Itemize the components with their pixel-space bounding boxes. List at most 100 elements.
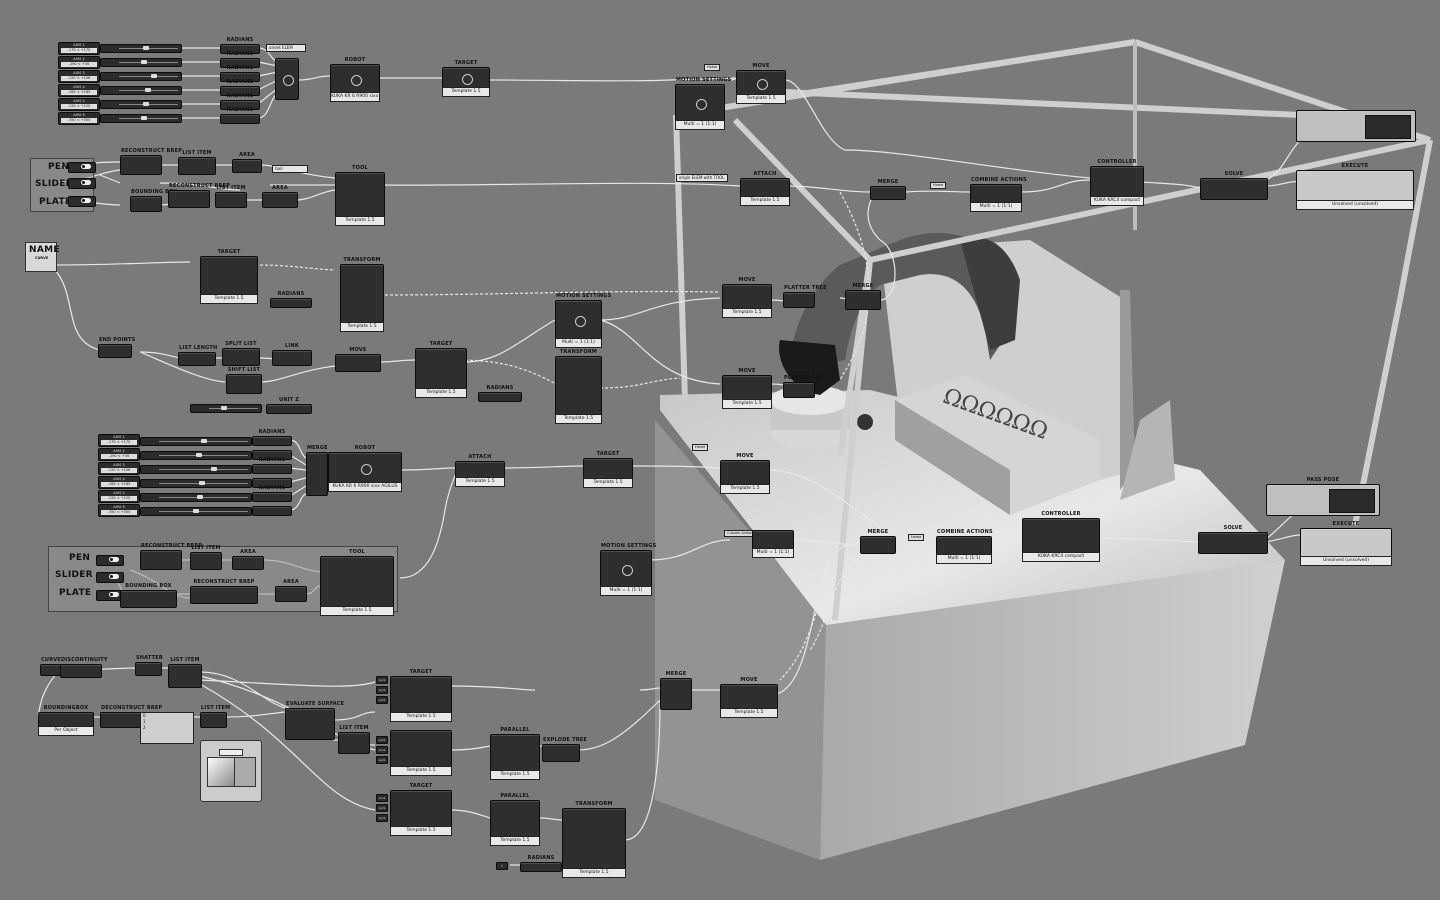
radians-b[interactable]: RADIANS bbox=[520, 855, 562, 872]
robot-component[interactable]: ROBOT KUKA KR 6 R900 sixx AGILUS bbox=[330, 57, 380, 102]
home-panel[interactable]: Home bbox=[704, 64, 721, 71]
move-mid-1[interactable]: MOVE Template 1.5 bbox=[722, 277, 772, 318]
mid-execute[interactable]: EXECUTE Unsolved (unsolved) bbox=[1300, 521, 1392, 566]
joint-range-3[interactable]: AXIS 3-120 < +156 bbox=[58, 70, 100, 83]
tool-component[interactable]: TOOL Template 1.5 bbox=[335, 165, 385, 226]
area-1[interactable]: AREA bbox=[232, 152, 262, 173]
joint-slider-3[interactable] bbox=[100, 72, 182, 81]
mid-joint-range-2[interactable]: AXIS 2-190 < +45 bbox=[98, 448, 140, 461]
pen-toggle-2[interactable] bbox=[96, 555, 124, 566]
graph-mapper[interactable] bbox=[200, 740, 262, 802]
area-3[interactable]: AREA bbox=[232, 549, 264, 570]
mid-joint-range-4[interactable]: AXIS 4-185 < +185 bbox=[98, 476, 140, 489]
joint-range-2[interactable]: AXIS 2-190 < +45 bbox=[58, 56, 100, 69]
mid-joint-range-5[interactable]: AXIS 5-120 < +120 bbox=[98, 490, 140, 503]
mid-move[interactable]: MOVE Template 1.5 bbox=[720, 453, 770, 494]
merge-mid[interactable]: MERGE bbox=[845, 283, 881, 310]
slider-toggle-2[interactable] bbox=[96, 572, 124, 583]
bounding-box-b[interactable]: BOUNDINGBOX Per Object bbox=[38, 705, 94, 736]
curve-param[interactable]: CURVE bbox=[40, 657, 62, 676]
transform-b[interactable]: TRANSFORM Template 1.5 bbox=[562, 801, 626, 878]
mid-radians-5[interactable]: RADIANS bbox=[252, 485, 292, 502]
deconstruct-brep-4[interactable]: RECONSTRUCT BREP bbox=[190, 579, 258, 604]
mid-joint-range-3[interactable]: AXIS 3-120 < +156 bbox=[98, 462, 140, 475]
line-component[interactable]: LINK bbox=[272, 343, 312, 366]
mid-joint-slider-2[interactable] bbox=[140, 451, 252, 460]
home-panel-2[interactable]: Home bbox=[930, 182, 947, 189]
joint-slider-6[interactable] bbox=[100, 114, 182, 123]
mid-joint-range-6[interactable]: AXIS 6-350 < +350 bbox=[98, 504, 140, 517]
lock-param-9[interactable]: Lock bbox=[376, 814, 388, 822]
mid-radians-3[interactable]: RADIANS bbox=[252, 457, 292, 474]
joint-range-6[interactable]: AXIS 6-350 < +350 bbox=[58, 112, 100, 125]
motion-settings-top[interactable]: MOTION SETTINGS Multi = 1 (1:1) bbox=[675, 77, 731, 130]
attach-panel[interactable]: origin ELEM with TOOL bbox=[676, 174, 728, 182]
lock-param-5[interactable]: Lock bbox=[376, 746, 388, 754]
custom-action-panel[interactable]: Custom Action bbox=[724, 530, 756, 537]
evaluate-surface[interactable]: EVALUATE SURFACE bbox=[285, 701, 344, 740]
mid-joint-slider-5[interactable] bbox=[140, 493, 252, 502]
controller-top[interactable]: CONTROLLER KUKA KRC4 compact bbox=[1090, 159, 1144, 206]
solve-top[interactable]: SOLVE bbox=[1200, 171, 1268, 200]
parallel-2[interactable]: PARALLEL Template 1.5 bbox=[490, 793, 540, 846]
mid-joint-slider-1[interactable] bbox=[140, 437, 252, 446]
joint-range-4[interactable]: AXIS 4-185 < +185 bbox=[58, 84, 100, 97]
radians-6[interactable]: RADIANS bbox=[220, 107, 260, 124]
lock-param-3[interactable]: Lock bbox=[376, 696, 388, 704]
attach-component-top[interactable]: ATTACH Template 1.5 bbox=[740, 171, 790, 206]
shatter[interactable]: SHATTER bbox=[135, 655, 163, 676]
move-mid-2[interactable]: MOVE Template 1.5 bbox=[722, 368, 772, 409]
motion-settings-mid-2[interactable]: MOTION SETTINGS Multi = 1 (1:1) bbox=[600, 543, 656, 596]
mid-merge[interactable]: MERGE bbox=[860, 529, 896, 554]
joint-slider-5[interactable] bbox=[100, 100, 182, 109]
mid-robot-component[interactable]: ROBOT KUKA KR 6 R900 sixx AGILUS bbox=[328, 445, 402, 492]
joint-range-5[interactable]: AXIS 5-120 < +120 bbox=[58, 98, 100, 111]
pen-toggle[interactable] bbox=[68, 162, 96, 173]
custom-action-comp[interactable]: Multi = 1 (1:1) bbox=[752, 530, 794, 558]
list-item-b2[interactable]: LIST ITEM bbox=[200, 705, 230, 728]
bounding-box-1[interactable]: BOUNDING BOX bbox=[130, 189, 177, 212]
target-component[interactable]: TARGET Template 1.5 bbox=[442, 60, 490, 97]
deconstruct-brep-2[interactable]: RECONSTRUCT BREP bbox=[168, 183, 230, 208]
bounding-box-2[interactable]: BOUNDING BOX bbox=[120, 583, 177, 608]
mid-merge-joints[interactable]: MERGE bbox=[306, 445, 328, 496]
lock-param-8[interactable]: Lock bbox=[376, 804, 388, 812]
deconstruct-brep-1[interactable]: RECONSTRUCT BREP bbox=[120, 148, 182, 175]
list-item-b1[interactable]: LIST ITEM bbox=[168, 657, 202, 688]
radians-2[interactable]: RADIANS bbox=[220, 51, 260, 68]
discontinuity[interactable]: DISCONTINUITY bbox=[60, 657, 108, 678]
platter-tree-2[interactable]: PLATTER TREE bbox=[783, 375, 827, 398]
slider-toggle[interactable] bbox=[68, 178, 96, 189]
shift-list[interactable]: SHIFT LIST bbox=[226, 367, 262, 394]
combine-actions-top[interactable]: COMBINE ACTIONS Multi = 1 (1:1) bbox=[970, 177, 1027, 212]
radians-mid[interactable]: RADIANS bbox=[270, 291, 312, 308]
execute-top[interactable]: EXECUTE Unsolved (unsolved) bbox=[1296, 163, 1414, 210]
mid-radians-6[interactable] bbox=[252, 506, 292, 516]
mid-attach[interactable]: ATTACH Template 1.5 bbox=[455, 454, 505, 487]
joint-slider-4[interactable] bbox=[100, 86, 182, 95]
name-curve-param[interactable]: NAME CURVE bbox=[25, 242, 60, 272]
mid-radians-4[interactable] bbox=[252, 478, 292, 488]
list-item-3[interactable]: LIST ITEM bbox=[190, 545, 222, 570]
move-line[interactable]: MOVE bbox=[335, 347, 381, 372]
mid-joint-slider-6[interactable] bbox=[140, 507, 252, 516]
lock-param-7[interactable]: Lock bbox=[376, 794, 388, 802]
mid-joint-range-1[interactable]: AXIS 1-170 < +170 bbox=[98, 434, 140, 447]
deconstruct-brep-b[interactable]: DECONSTRUCT BREP bbox=[100, 705, 162, 728]
mid-combine[interactable]: COMBINE ACTIONS Multi = 1 (1:1) bbox=[936, 529, 993, 564]
target-b1[interactable]: TARGET Template 1.5 bbox=[390, 669, 452, 722]
lock-param-4[interactable]: Lock bbox=[376, 736, 388, 744]
mid-joint-slider-4[interactable] bbox=[140, 479, 252, 488]
mid-radians-1[interactable]: RADIANS bbox=[252, 429, 292, 446]
lock-param-6[interactable]: Lock bbox=[376, 756, 388, 764]
list-item-2[interactable]: LIST ITEM bbox=[215, 185, 247, 208]
radians-mid-2[interactable]: RADIANS bbox=[478, 385, 522, 402]
joint-range-1[interactable]: AXIS 1-170 < +170 bbox=[58, 42, 100, 55]
list-length[interactable]: LIST LENGTH bbox=[178, 345, 217, 366]
mid-radians-2[interactable] bbox=[252, 450, 292, 460]
lock-param-2[interactable]: Lock bbox=[376, 686, 388, 694]
radians-1[interactable]: RADIANS bbox=[220, 37, 260, 54]
list-item-b3[interactable]: LIST ITEM bbox=[338, 725, 370, 754]
split-list[interactable]: SPLIT LIST bbox=[222, 341, 260, 366]
